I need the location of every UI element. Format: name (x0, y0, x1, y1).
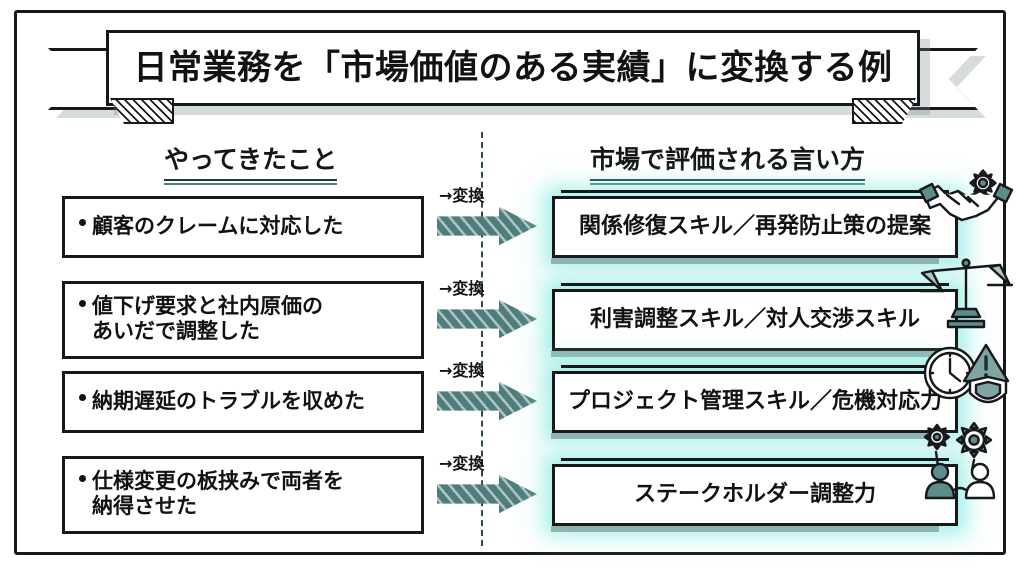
page-title: 日常業務を「市場価値のある実績」に変換する例 (133, 48, 893, 88)
column-header-left-label: やってきたこと (164, 145, 338, 174)
before-line: あいだで調整した (92, 319, 260, 343)
transform-arrow-label: →変換 (439, 186, 485, 205)
before-line: 仕様変更の板挟みで両者を (92, 469, 344, 494)
after-box[interactable]: 関係修復スキル／再発防止策の提案 (551, 190, 958, 264)
right-arrow-icon (437, 299, 537, 339)
after-box-bottom-bar (551, 258, 939, 264)
right-arrow-icon (437, 206, 537, 246)
before-box[interactable]: 仕様変更の板挟みで両者を 納得させた (62, 456, 424, 534)
banner-body: 日常業務を「市場価値のある実績」に変換する例 (106, 30, 920, 106)
before-box[interactable]: 値下げ要求と社内原価の あいだで調整した (62, 281, 424, 359)
column-header-right-label: 市場で評価される言い方 (590, 145, 866, 174)
transform-arrow-label: →変換 (439, 454, 485, 473)
clock-warning-shield-icon (918, 337, 1014, 415)
gears-people-icon (918, 422, 1014, 500)
column-header-right: 市場で評価される言い方 (590, 140, 866, 185)
right-arrow-icon (437, 381, 537, 421)
column-header-right-underline (590, 179, 866, 185)
after-text: 利害調整スキル／対人交渉スキル (589, 307, 920, 332)
after-box[interactable]: プロジェクト管理スキル／危機対応力 (551, 365, 958, 439)
after-box-top-line (561, 283, 949, 286)
center-divider (481, 132, 483, 546)
balance-scale-icon (918, 251, 1014, 329)
banner-fold-right (852, 98, 916, 124)
before-line: 値下げ要求と社内原価の (92, 294, 323, 319)
transform-arrow-label: →変換 (439, 361, 485, 380)
title-banner: 日常業務を「市場価値のある実績」に変換する例 (48, 30, 986, 124)
transform-arrow-label: →変換 (439, 279, 485, 298)
before-text: 仕様変更の板挟みで両者を 納得させた (79, 469, 344, 519)
after-box-top-line (561, 458, 949, 461)
before-line: 顧客のクレームに対応した (92, 213, 344, 238)
after-text: 関係修復スキル／再発防止策の提案 (578, 214, 931, 239)
after-text: プロジェクト管理スキル／危機対応力 (567, 389, 942, 414)
before-text: 納期遅延のトラブルを収めた (79, 389, 365, 414)
banner-fold-left (110, 98, 174, 124)
bullet-icon (79, 219, 86, 227)
after-text: ステークホルダー調整力 (633, 482, 876, 507)
after-box-top-line (561, 190, 949, 193)
before-box[interactable]: 納期遅延のトラブルを収めた (62, 371, 424, 433)
handshake-gear-icon (918, 164, 1014, 242)
column-header-left-underline (164, 179, 338, 185)
before-text: 顧客のクレームに対応した (79, 214, 343, 239)
after-box[interactable]: ステークホルダー調整力 (551, 458, 958, 532)
bullet-icon (79, 474, 86, 482)
after-box-bottom-bar (551, 433, 939, 439)
before-text: 値下げ要求と社内原価の あいだで調整した (79, 294, 323, 344)
column-header-left: やってきたこと (164, 140, 338, 185)
before-line: 納得させた (92, 494, 197, 518)
before-line: 納期遅延のトラブルを収めた (92, 388, 365, 413)
after-box-bottom-bar (551, 351, 939, 357)
right-arrow-icon (437, 474, 537, 514)
bullet-icon (79, 394, 86, 402)
before-box[interactable]: 顧客のクレームに対応した (62, 196, 424, 258)
after-box-bottom-bar (551, 526, 939, 532)
after-box-top-line (561, 365, 949, 368)
after-box[interactable]: 利害調整スキル／対人交渉スキル (551, 283, 958, 357)
bullet-icon (79, 299, 86, 307)
